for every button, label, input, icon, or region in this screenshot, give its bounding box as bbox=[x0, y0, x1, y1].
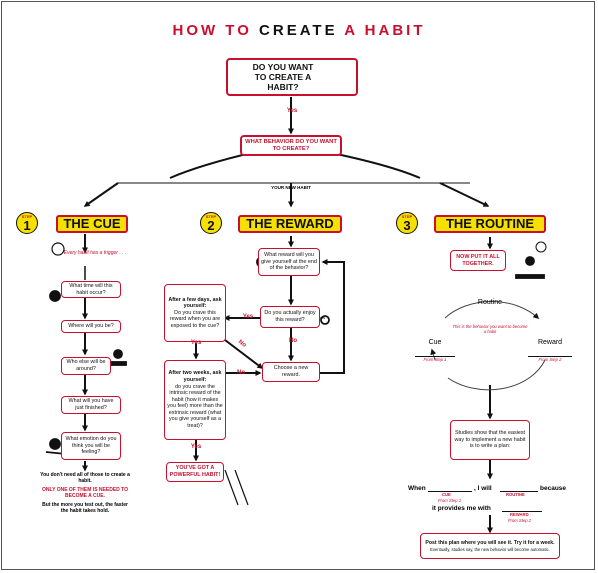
cue-question-5-text: What emotion do you think you will be fe… bbox=[65, 436, 117, 456]
studies-box: Studies show that the easiest way to imp… bbox=[450, 420, 530, 460]
two-weeks-yes-label: Yes bbox=[190, 444, 202, 450]
plan-cue-blank bbox=[428, 491, 472, 492]
plan-routine-tag: ROUTINE bbox=[506, 492, 525, 497]
loop-from-step1: From Step 1 bbox=[415, 356, 455, 362]
put-together-text: NOW PUT IT ALL TOGETHER. bbox=[456, 253, 500, 267]
cue-question-2-text: Where will you be? bbox=[68, 323, 114, 330]
step-2-label: THE REWARD bbox=[238, 215, 342, 233]
step-3-label: THE ROUTINE bbox=[434, 215, 546, 233]
cue-note-2: ONLY ONE OF THEM IS NEEDED TO BECOME A C… bbox=[41, 487, 129, 499]
plan-cue-tag: CUE bbox=[442, 492, 451, 497]
two-weeks-head: After two weeks, ask yourself: bbox=[168, 370, 222, 383]
cue-question-1: What time will this habit occur? bbox=[61, 281, 121, 298]
step-1-number: 1 bbox=[23, 218, 31, 233]
plan-routine-blank bbox=[500, 491, 538, 492]
plan-cue-from: From Step 1 bbox=[438, 498, 462, 503]
title-part-2: CREATE bbox=[259, 22, 338, 39]
two-weeks-no-label: No bbox=[237, 370, 245, 376]
few-days-body: Do you crave this reward when you are ex… bbox=[169, 309, 221, 329]
post-plan-text: Post this plan where you will see it. Tr… bbox=[425, 540, 555, 547]
loop-reward-label: Reward bbox=[537, 339, 563, 346]
loop-cue-label: Cue bbox=[428, 339, 442, 346]
plan-reward-tag: REWARD bbox=[510, 512, 529, 517]
step-2-word: STEP bbox=[205, 214, 217, 219]
step-3-badge: STEP 3 bbox=[396, 212, 418, 234]
choose-new-reward-box: Choose a new reward. bbox=[262, 362, 320, 382]
speech-bubble: ew bbox=[320, 315, 326, 320]
few-days-box: After a few days, ask yourself: Do you c… bbox=[164, 284, 226, 342]
page-title: HOW TO CREATE A HABIT bbox=[0, 22, 598, 39]
cue-note-3: But the more you test out, the faster th… bbox=[42, 502, 128, 514]
start-yes-label: Yes bbox=[286, 108, 298, 114]
plan-i-will: , I will bbox=[474, 485, 492, 492]
plan-reward-blank bbox=[502, 511, 542, 512]
start-question-box: DO YOU WANT TO CREATE A HABIT? bbox=[226, 58, 358, 96]
loop-routine-label: Routine bbox=[477, 299, 503, 306]
reward-question-2-text: Do you actually enjoy this reward? bbox=[264, 310, 316, 323]
cue-question-5: What emotion do you think you will be fe… bbox=[61, 432, 121, 460]
loop-arc-top bbox=[444, 300, 540, 320]
two-weeks-box: After two weeks, ask yourself: do you cr… bbox=[164, 360, 226, 440]
post-plan-box: Post this plan where you will see it. Tr… bbox=[420, 533, 560, 559]
fan-right bbox=[326, 151, 421, 179]
reward-question-1: What reward will you give yourself at th… bbox=[258, 248, 320, 276]
step-3-word: STEP bbox=[401, 214, 413, 219]
title-part-1: HOW TO bbox=[172, 22, 252, 39]
plan-when: When bbox=[408, 485, 426, 492]
plan-because: because bbox=[540, 485, 567, 492]
step-1-word: STEP bbox=[21, 214, 33, 219]
arrow-to-routine bbox=[439, 182, 490, 207]
few-days-yes-label: Yes bbox=[190, 340, 202, 346]
cue-question-2: Where will you be? bbox=[61, 320, 121, 333]
arrow-to-cue bbox=[83, 182, 119, 207]
plan-reward-from: From Step 2 bbox=[508, 518, 532, 523]
cue-note-1: You don't need all of those to create a … bbox=[40, 472, 130, 484]
step-2-badge: STEP 2 bbox=[200, 212, 222, 234]
step-1-badge: STEP 1 bbox=[16, 212, 38, 234]
loop-routine-note: This is the behavior you want to become … bbox=[452, 324, 528, 334]
arrow-no-diag bbox=[224, 339, 264, 369]
step-2-number: 2 bbox=[207, 218, 215, 233]
success-box: YOU'VE GOT A POWERFUL HABIT! bbox=[166, 462, 224, 482]
few-days-head: After a few days, ask yourself: bbox=[168, 296, 222, 310]
reward-question-2: Do you actually enjoy this reward? bbox=[260, 306, 320, 328]
choose-new-reward-text: Choose a new reward. bbox=[273, 365, 309, 378]
eventually-text: Eventually, studies say, the new behavio… bbox=[430, 546, 550, 552]
two-weeks-body: do you crave the intrinsic reward of the… bbox=[167, 383, 223, 430]
behavior-question-text: WHAT BEHAVIOR DO YOU WANT TO CREATE? bbox=[245, 138, 337, 152]
cue-trigger-note: Every habit has a trigger . . . bbox=[63, 250, 127, 256]
cue-question-3-text: Who else will be around? bbox=[66, 359, 106, 372]
loop-back-arrow bbox=[320, 259, 345, 374]
reward-question-1-text: What reward will you give yourself at th… bbox=[261, 252, 317, 272]
step-1-label: THE CUE bbox=[56, 215, 128, 233]
loop-arc-bottom bbox=[447, 359, 546, 391]
title-part-3: A HABIT bbox=[344, 22, 426, 39]
step-3-number: 3 bbox=[403, 218, 411, 233]
loop-from-step2: From Step 2 bbox=[528, 356, 572, 362]
cue-question-1-text: What time will this habit occur? bbox=[69, 282, 113, 296]
success-text: YOU'VE GOT A POWERFUL HABIT! bbox=[169, 465, 221, 478]
start-question-text: DO YOU WANT TO CREATE A HABIT? bbox=[252, 62, 314, 92]
put-together-box: NOW PUT IT ALL TOGETHER. bbox=[450, 250, 506, 271]
new-habit-label: YOUR NEW HABIT bbox=[271, 185, 311, 190]
plan-it-provides: it provides me with bbox=[432, 505, 491, 512]
behavior-question-box: WHAT BEHAVIOR DO YOU WANT TO CREATE? bbox=[240, 135, 342, 156]
reward-yes-label: Yes bbox=[242, 314, 254, 320]
cue-question-3: Who else will be around? bbox=[61, 357, 111, 375]
reward-no-label-1: No bbox=[289, 338, 297, 344]
studies-text: Studies show that the easiest way to imp… bbox=[454, 430, 526, 450]
cue-question-4-text: What will you have just finished? bbox=[68, 398, 114, 411]
cue-question-4: What will you have just finished? bbox=[61, 396, 121, 414]
